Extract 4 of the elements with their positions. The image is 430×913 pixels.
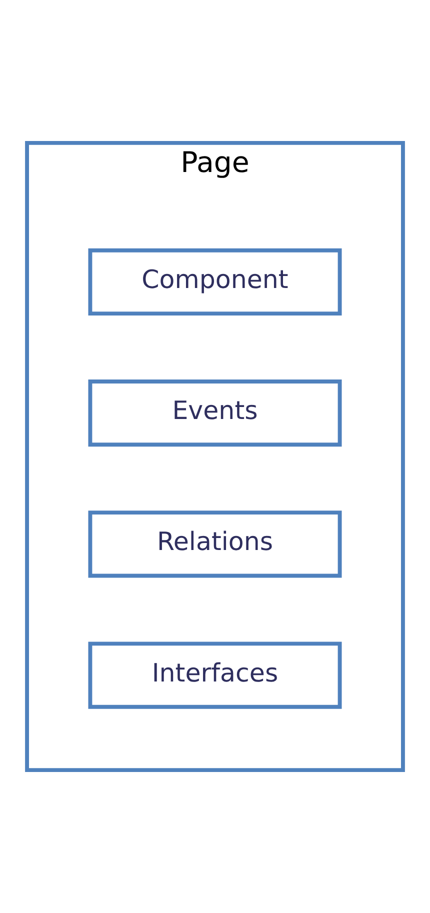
- node-box: Interfaces: [88, 642, 342, 709]
- node-box: Component: [88, 248, 342, 316]
- node-box: Events: [88, 380, 342, 447]
- node-box: Relations: [88, 510, 342, 578]
